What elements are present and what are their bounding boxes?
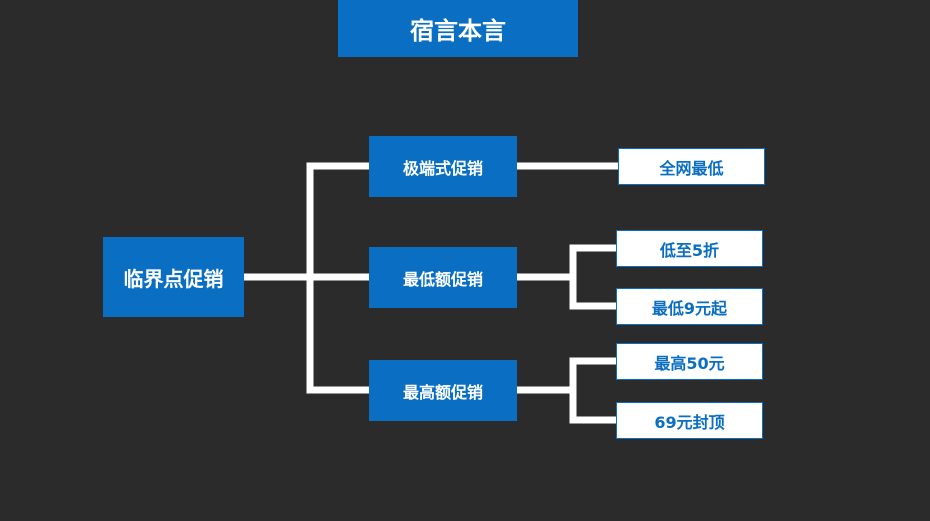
leaf-node: 最高50元: [616, 343, 763, 380]
leaf-node: 69元封顶: [616, 402, 763, 439]
leaf-node: 最低9元起: [616, 288, 763, 325]
page-title: 宿言本言: [338, 0, 578, 57]
leaf-node: 全网最低: [618, 148, 765, 185]
branch-node-minimum: 最低额促销: [369, 247, 517, 308]
branch-node-maximum: 最高额促销: [369, 360, 517, 421]
branch-node-extreme: 极端式促销: [369, 136, 517, 197]
leaf-node: 低至5折: [616, 230, 763, 267]
root-node: 临界点促销: [103, 237, 244, 317]
